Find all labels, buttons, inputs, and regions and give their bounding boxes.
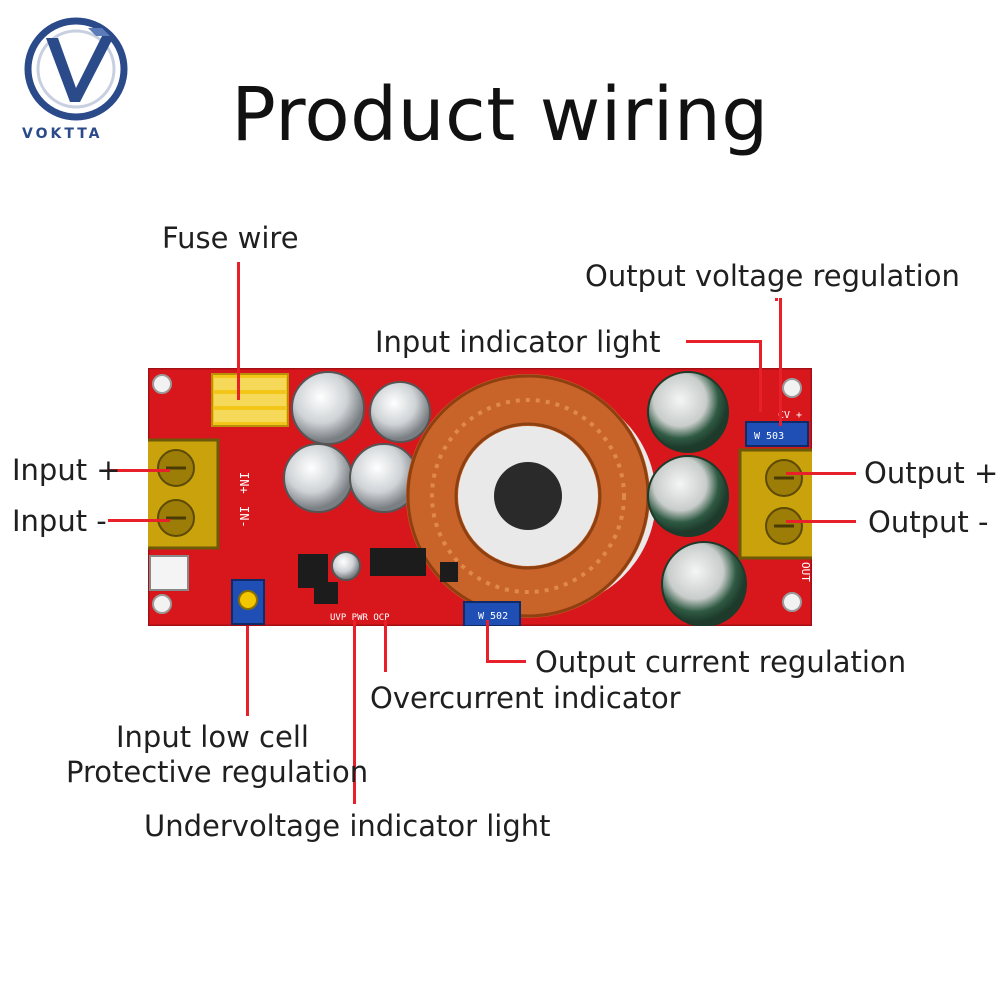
silk-indicator-row: UVP PWR OCP (330, 613, 390, 623)
label-overcurrent-indicator: Overcurrent indicator (370, 681, 681, 715)
leader-input-indicator-v (759, 340, 762, 412)
silk-trim-output: W 502 (478, 611, 508, 622)
leader-input-plus (108, 469, 170, 472)
leader-output-voltage (779, 298, 782, 426)
leader-output-voltage-h (775, 298, 778, 301)
label-input-indicator-light: Input indicator light (375, 325, 661, 359)
leader-input-indicator-h (686, 340, 760, 343)
leader-input-minus (108, 519, 170, 522)
silk-trim-voltage: W 503 (754, 431, 784, 442)
silk-cv: CV + (778, 410, 802, 421)
label-fuse-wire: Fuse wire (162, 221, 299, 255)
page-title: Product wiring (231, 72, 769, 158)
label-output-current-regulation: Output current regulation (535, 645, 907, 679)
leader-input-low-cell (246, 626, 249, 716)
silk-in-minus: IN- (237, 506, 251, 528)
leader-undervoltage (353, 620, 356, 804)
boost-converter-board-image: IN+ IN- OUT CV + W 502 W 503 UVP PWR OCP (134, 366, 826, 628)
leader-fuse (237, 262, 240, 400)
leader-output-current-h (486, 660, 526, 663)
leader-output-current-v (486, 620, 489, 662)
pcb-board: IN+ IN- OUT CV + W 502 W 503 UVP PWR OCP (134, 366, 826, 628)
label-undervoltage-indicator-light: Undervoltage indicator light (144, 809, 551, 843)
leader-output-minus (786, 520, 856, 523)
leader-overcurrent (384, 620, 387, 672)
logo-text: VOKTTA (22, 126, 103, 142)
label-input-plus: Input + (12, 453, 121, 487)
brand-logo (18, 14, 134, 124)
label-input-minus: Input - (12, 504, 107, 538)
label-output-minus: Output - (868, 505, 989, 539)
label-input-low-cell-line1: Input low cell (116, 720, 309, 754)
silk-in-plus: IN+ (237, 472, 251, 494)
silk-out: OUT (799, 562, 812, 582)
label-output-plus: Output + (864, 456, 999, 490)
label-output-voltage-regulation: Output voltage regulation (585, 259, 960, 293)
voktta-logo-icon (24, 17, 128, 121)
label-input-low-cell-line2: Protective regulation (66, 755, 369, 789)
leader-output-plus (786, 472, 856, 475)
